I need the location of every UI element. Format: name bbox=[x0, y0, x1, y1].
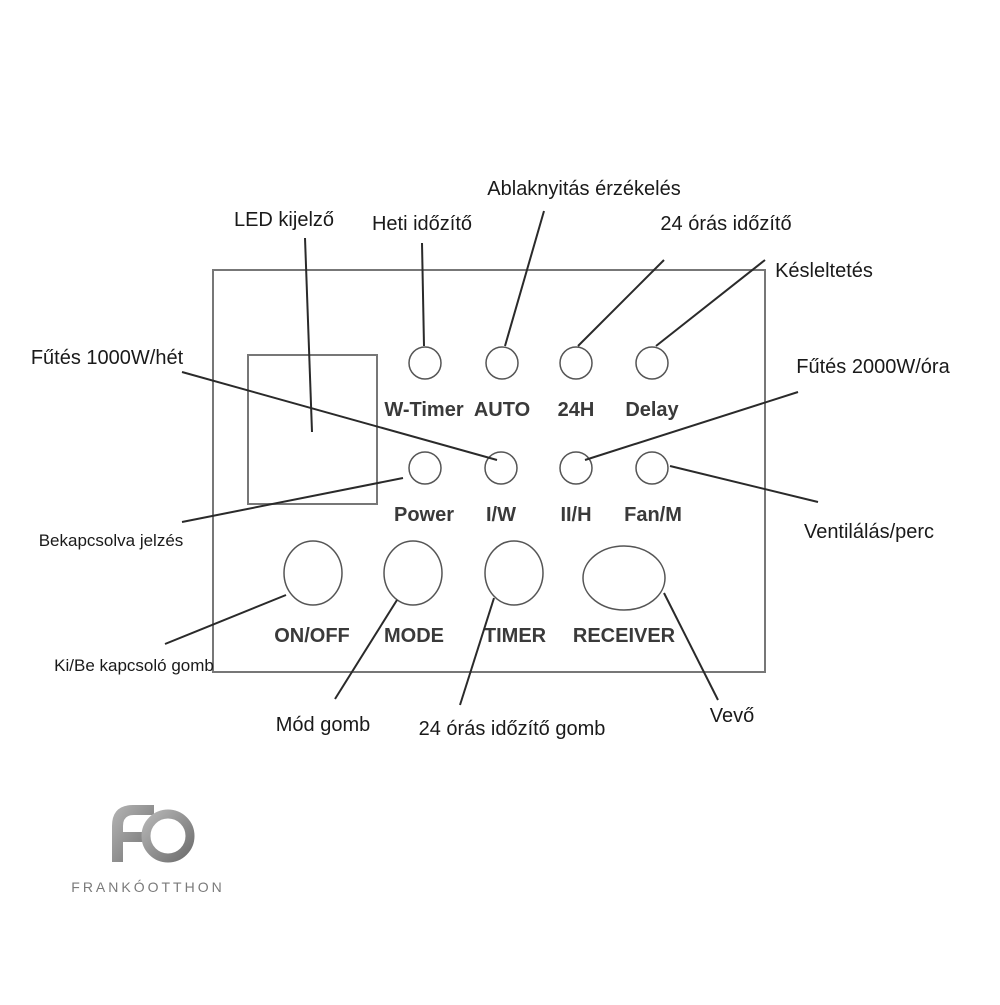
callout-24-oras-idozito: 24 órás időzítő bbox=[660, 213, 791, 235]
callout-kibe-gomb: Ki/Be kapcsoló gomb bbox=[54, 656, 214, 675]
leader-24-oras-gomb bbox=[459, 597, 495, 706]
power-label: Power bbox=[394, 504, 454, 526]
leader-ablaknyitas bbox=[504, 210, 545, 347]
leader-ventilalas bbox=[669, 465, 819, 503]
leader-futes-2000 bbox=[584, 391, 799, 461]
brand-wordmark: FRANKÓOTTHON bbox=[71, 879, 224, 895]
leader-kesleltetes bbox=[655, 259, 766, 347]
callout-24-oras-gomb: 24 órás időzítő gomb bbox=[419, 718, 606, 740]
leader-bekapcsolva bbox=[181, 477, 404, 523]
callout-mod-gomb: Mód gomb bbox=[276, 714, 371, 736]
auto-label: AUTO bbox=[474, 399, 530, 421]
leader-kibe-gomb bbox=[164, 594, 287, 645]
callout-led-kijelzo: LED kijelző bbox=[234, 209, 334, 231]
fan-m-led bbox=[635, 451, 669, 485]
callout-futes-2000: Fűtés 2000W/óra bbox=[796, 356, 950, 378]
callout-bekapcsolva: Bekapcsolva jelzés bbox=[39, 531, 184, 550]
iih-label: II/H bbox=[560, 504, 591, 526]
logo-letter-o bbox=[141, 809, 195, 863]
control-panel-outline bbox=[212, 269, 766, 673]
fan-m-label: Fan/M bbox=[624, 504, 682, 526]
auto-led bbox=[485, 346, 519, 380]
receiver-window bbox=[582, 545, 666, 611]
callout-futes-1000: Fűtés 1000W/hét bbox=[31, 347, 184, 369]
led-display bbox=[247, 354, 378, 505]
leader-heti-idozito bbox=[421, 242, 425, 347]
24h-led bbox=[559, 346, 593, 380]
timer-label: TIMER bbox=[484, 625, 547, 647]
callout-vevo: Vevő bbox=[710, 705, 754, 727]
leader-vevo bbox=[663, 592, 719, 701]
leader-futes-1000 bbox=[181, 371, 498, 461]
w-timer-led bbox=[408, 346, 442, 380]
leader-mod-gomb bbox=[334, 599, 398, 700]
leader-24-oras-idozito bbox=[577, 259, 665, 347]
24h-label: 24H bbox=[558, 399, 595, 421]
on-off-button[interactable] bbox=[283, 540, 343, 606]
delay-label: Delay bbox=[625, 399, 679, 421]
iih-led bbox=[559, 451, 593, 485]
iw-led bbox=[484, 451, 518, 485]
iw-label: I/W bbox=[486, 504, 516, 526]
callout-ventilalas: Ventilálás/perc bbox=[804, 521, 934, 543]
leader-led-kijelzo bbox=[304, 237, 313, 433]
callout-heti-idozito: Heti időzítő bbox=[372, 213, 472, 235]
mode-label: MODE bbox=[384, 625, 444, 647]
timer-button[interactable] bbox=[484, 540, 544, 606]
callout-ablaknyitas: Ablaknyitás érzékelés bbox=[487, 178, 680, 200]
delay-led bbox=[635, 346, 669, 380]
callout-kesleltetes: Késleltetés bbox=[775, 260, 873, 282]
mode-button[interactable] bbox=[383, 540, 443, 606]
brand-logo bbox=[112, 805, 195, 863]
power-led bbox=[408, 451, 442, 485]
receiver-label: RECEIVER bbox=[573, 625, 676, 647]
on-off-label: ON/OFF bbox=[274, 625, 350, 647]
logo-letter-f bbox=[112, 805, 154, 862]
w-timer-label: W-Timer bbox=[384, 399, 463, 421]
